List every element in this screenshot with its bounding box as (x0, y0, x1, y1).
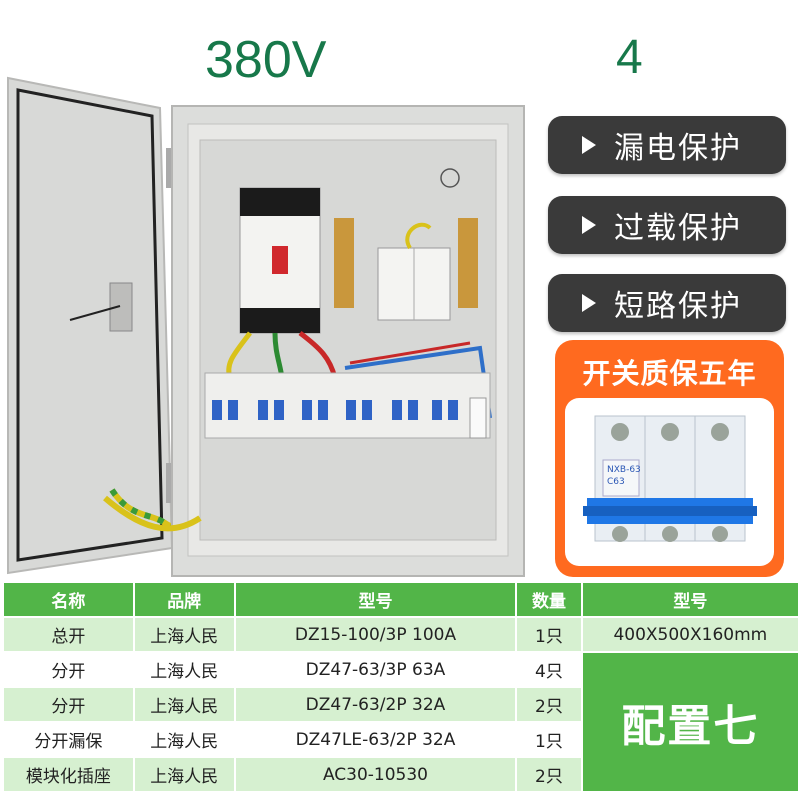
cell-model: AC30-10530 (235, 758, 518, 793)
col-header-spec: 型号 (582, 583, 800, 618)
breaker-model-text: NXB-63 (607, 465, 641, 475)
cell-qty: 4只 (517, 653, 583, 688)
cell-model: DZ47LE-63/2P 32A (235, 723, 518, 758)
door-lock-icon (109, 282, 133, 332)
cell-qty: 2只 (517, 758, 583, 793)
config-label: 配置七 (582, 653, 800, 793)
cell-name: 总开 (4, 618, 135, 653)
col-header-model: 型号 (235, 583, 518, 618)
table-row: 模块化插座 上海人民 AC30-10530 2只 (4, 758, 800, 793)
cell-brand: 上海人民 (134, 688, 236, 723)
warranty-title: 开关质保五年 (582, 357, 757, 390)
table-row: 分开漏保 上海人民 DZ47LE-63/2P 32A 1只 (4, 723, 800, 758)
cell-brand: 上海人民 (134, 618, 236, 653)
breaker-rating-text: C63 (607, 477, 625, 487)
play-triangle-icon (582, 136, 596, 154)
feature-short-circuit-protection: 短路保护 (548, 274, 786, 332)
col-header-qty: 数量 (517, 583, 583, 618)
col-header-name: 名称 (4, 583, 135, 618)
warranty-card: 开关质保五年 NXB-63 C63 (555, 340, 784, 577)
table-header-row: 名称 品牌 型号 数量 型号 (4, 583, 800, 618)
table-row: 分开 上海人民 DZ47-63/2P 32A 2只 (4, 688, 800, 723)
cell-dimensions: 400X500X160mm (582, 618, 800, 653)
voltage-heading: 380V (205, 31, 327, 89)
cell-model: DZ15-100/3P 100A (235, 618, 518, 653)
cell-model: DZ47-63/2P 32A (235, 688, 518, 723)
feature-overload-protection: 过载保护 (548, 196, 786, 254)
ground-terminal-bar (458, 218, 478, 308)
breaker-photo: NXB-63 C63 (565, 398, 774, 566)
config-number: 4 (616, 31, 643, 84)
neutral-terminal-bar (334, 218, 354, 308)
col-header-brand: 品牌 (134, 583, 236, 618)
table-row: 分开 上海人民 DZ47-63/3P 63A 4只 配置七 (4, 653, 800, 793)
cell-name: 分开漏保 (4, 723, 135, 758)
feature-label: 漏电保护 (614, 131, 742, 166)
cabinet-door (7, 76, 174, 575)
cell-name: 模块化插座 (4, 758, 135, 793)
cell-qty: 1只 (517, 618, 583, 653)
cell-qty: 1只 (517, 723, 583, 758)
feature-label: 短路保护 (614, 289, 742, 324)
din-rail (204, 372, 491, 439)
spec-table: 名称 品牌 型号 数量 型号 总开 上海人民 DZ15-100/3P 100A … (4, 583, 800, 793)
cell-model: DZ47-63/3P 63A (235, 653, 518, 688)
feature-leakage-protection: 漏电保护 (548, 116, 786, 174)
cell-name: 分开 (4, 688, 135, 723)
cell-brand: 上海人民 (134, 653, 236, 688)
play-triangle-icon (582, 294, 596, 312)
play-triangle-icon (582, 216, 596, 234)
cell-brand: 上海人民 (134, 723, 236, 758)
cell-brand: 上海人民 (134, 758, 236, 793)
cell-qty: 2只 (517, 688, 583, 723)
feature-label: 过载保护 (614, 211, 742, 246)
distribution-box-photo (0, 68, 530, 578)
cell-name: 分开 (4, 653, 135, 688)
table-row: 总开 上海人民 DZ15-100/3P 100A 1只 400X500X160m… (4, 618, 800, 653)
